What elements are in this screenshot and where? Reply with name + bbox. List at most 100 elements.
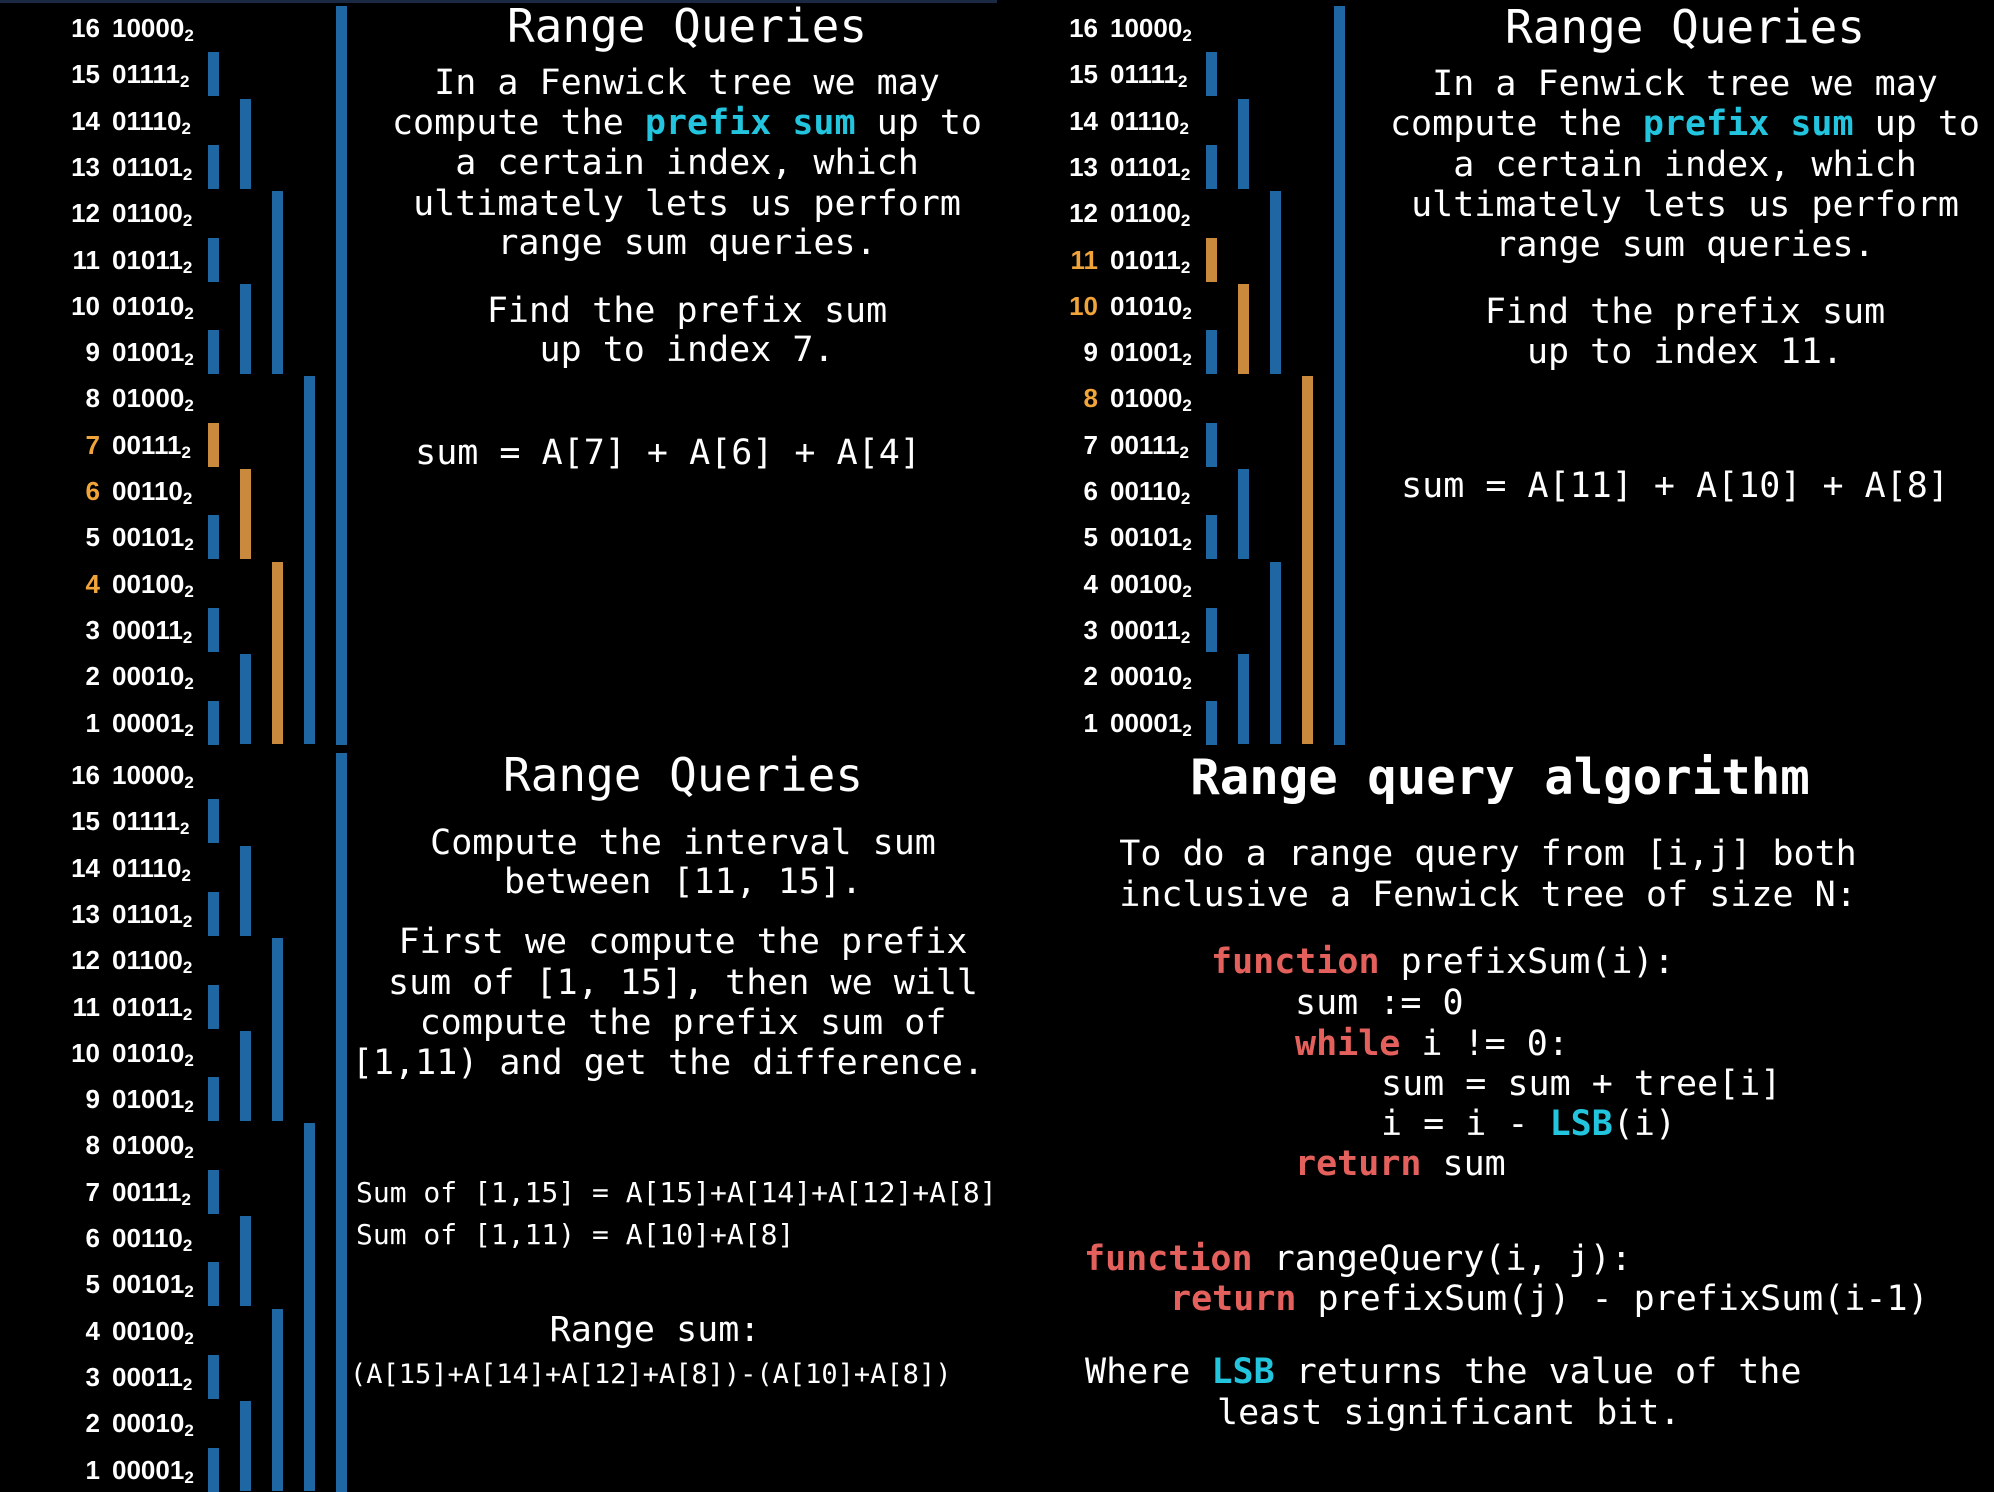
keyword: function [1211,941,1380,982]
row-index: 14 [71,852,100,883]
binary-base: 2 [184,720,194,740]
range-bar [240,654,251,745]
text-segment: ultimately lets us perform [1411,184,1959,225]
text-line: (A[15]+A[14]+A[12]+A[8])-(A[10]+A[8]) [350,1361,951,1388]
range-bar [240,1401,251,1492]
binary-base: 2 [182,164,193,184]
range-bar [208,799,219,844]
binary-base: 2 [1182,720,1192,740]
text-line: sum = A[11] + A[10] + A[8] [1401,465,1949,506]
range-bar [240,469,251,560]
row-index: 12 [71,945,100,976]
binary-base: 2 [182,257,193,277]
keyword: while [1295,1023,1401,1064]
binary-base: 2 [184,1050,194,1070]
text-segment: In a Fenwick tree we may [1432,63,1938,104]
highlight-term: prefix sum [644,102,856,143]
slide-title: Range query algorithm [1190,753,1810,802]
highlight-term: LSB [1211,1351,1275,1392]
row-binary: 010112 [1110,244,1191,277]
binary-base: 2 [184,1097,194,1117]
binary-base: 2 [1180,489,1191,508]
text-line: Where LSB returns the value of the [1085,1351,1802,1392]
row-index: 7 [85,1176,100,1207]
row-binary: 010102 [112,290,194,323]
row-index: 1 [85,1454,100,1485]
binary-base: 2 [184,1421,194,1441]
row-index: 16 [1069,13,1098,43]
text-line: sum of [1, 15], then we will [387,962,979,1003]
binary-base: 2 [1182,303,1192,323]
text-segment: Range sum: [549,1309,761,1350]
row-binary: 011102 [112,852,191,885]
text-line: inclusive a Fenwick tree of size N: [1119,877,1857,913]
text-line: up to index 11. [1527,334,1843,370]
text-segment: In a Fenwick tree we may [434,62,940,103]
row-binary: 011002 [112,945,193,978]
binary-base: 2 [1180,627,1191,647]
text-line: compute the prefix sum up to [392,102,983,143]
row-binary: 100002 [112,13,194,45]
row-binary: 001012 [112,1269,194,1302]
text-segment: [1,11) and get the difference. [351,1042,985,1083]
binary-base: 2 [182,1004,193,1024]
row-index: 6 [85,476,100,506]
text-segment: least significant bit. [1217,1392,1681,1433]
row-binary: 010112 [112,244,193,277]
text-segment: up to [855,102,983,143]
binary-base: 2 [184,303,194,323]
row-binary: 010002 [112,1130,194,1163]
range-bar [240,283,251,375]
range-bar [240,98,251,189]
row-index: 13 [1069,151,1098,182]
row-binary: 000102 [1110,661,1192,694]
text-segment: returns the value of the [1274,1351,1802,1392]
row-index: 16 [71,760,100,790]
text-line: In a Fenwick tree we may [434,62,940,103]
text-segment: sum of [1, 15], then we will [387,962,979,1003]
row-index: 1 [1083,707,1098,738]
text-line: while i != 0: [1295,1023,1569,1064]
text-segment: i != 0: [1400,1023,1569,1064]
text-segment: Find the prefix sum [486,290,888,331]
row-index: 12 [71,198,100,229]
binary-base: 2 [1180,257,1191,277]
range-bar [208,607,219,652]
keyword: return [1295,1143,1422,1184]
text-line: compute the prefix sum of [420,1005,947,1041]
binary-base: 2 [184,773,194,792]
binary-base: 2 [1182,674,1192,694]
slide-title: Range Queries [1505,4,1865,50]
range-bar [272,938,283,1122]
row-index: 6 [1083,476,1098,506]
binary-base: 2 [181,865,191,885]
range-bar [208,1077,219,1122]
row-binary: 001112 [1110,429,1189,462]
row-binary: 011102 [112,105,191,138]
range-bar [1238,98,1249,189]
text-line: sum = sum + tree[i] [1381,1066,1781,1102]
text-segment: between [11, 15]. [503,861,863,902]
binary-base: 2 [1182,535,1192,555]
row-index: 11 [1070,244,1099,275]
text-segment: sum := 0 [1295,982,1464,1023]
range-bar [208,144,219,189]
row-binary: 001002 [112,568,194,601]
text-segment: sum = A[11] + A[10] + A[8] [1401,465,1949,506]
text-segment: Find the prefix sum [1484,291,1886,332]
text-line: Find the prefix sum [486,290,888,331]
row-binary: 100002 [112,760,194,792]
text-segment: Range Queries [502,747,864,802]
slide-title: Range Queries [503,752,863,798]
range-bar [1206,144,1217,189]
keyword: function [1084,1238,1253,1279]
row-binary: 010112 [112,991,193,1024]
row-index: 5 [85,1269,100,1300]
binary-base: 2 [1182,396,1192,416]
binary-base: 2 [1179,118,1189,138]
row-index: 5 [1083,522,1098,553]
row-index: 8 [1083,383,1098,414]
row-index: 4 [85,1315,100,1346]
text-line: [1,11) and get the difference. [351,1042,985,1083]
row-binary: 010102 [1110,290,1192,323]
